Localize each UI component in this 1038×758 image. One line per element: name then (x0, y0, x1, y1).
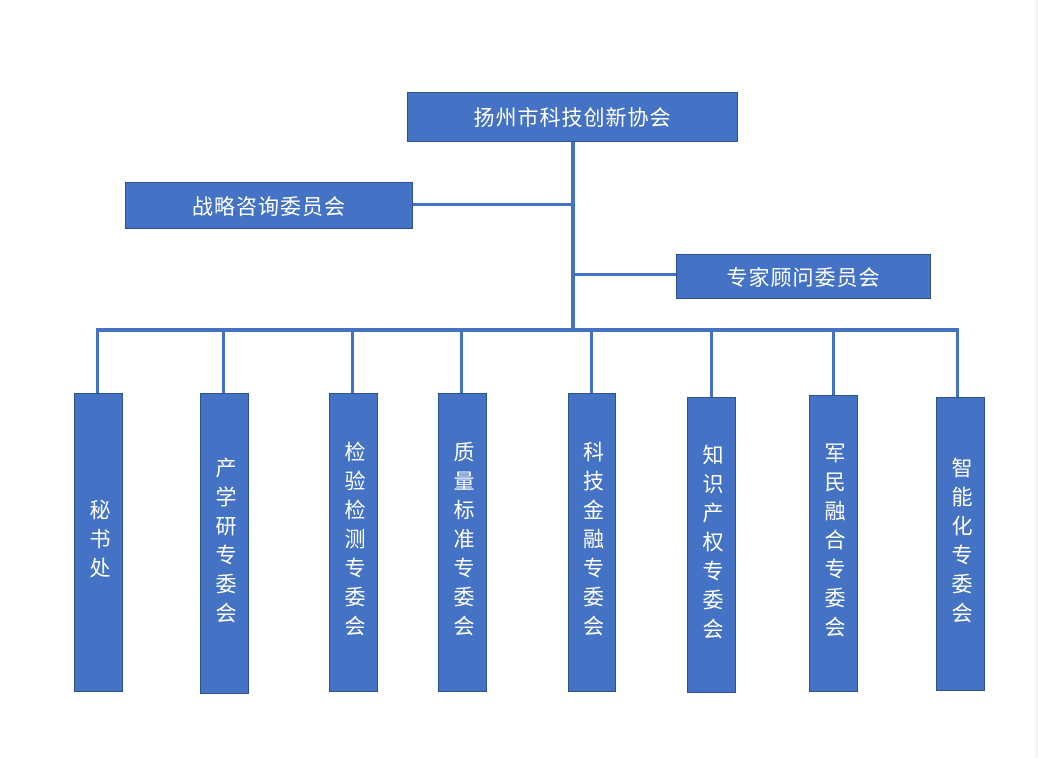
bus-line (96, 328, 959, 332)
branch-line-strategy (412, 203, 573, 206)
drop-line-8 (956, 330, 959, 398)
unit-label: 检验检测专委会 (342, 441, 366, 644)
trunk-line (571, 141, 575, 331)
drop-line-7 (832, 330, 835, 396)
unit-node-secretariat: 秘书处 (74, 393, 123, 692)
unit-node-civil-military: 军民融合专委会 (809, 395, 858, 692)
drop-line-1 (96, 330, 99, 394)
root-node: 扬州市科技创新协会 (407, 92, 738, 142)
drop-line-6 (710, 330, 713, 398)
unit-node-ip: 知识产权专委会 (687, 397, 736, 693)
unit-label: 产学研专委会 (213, 456, 237, 631)
unit-node-industry-research: 产学研专委会 (200, 393, 249, 694)
strategy-committee-node: 战略咨询委员会 (125, 182, 413, 229)
branch-line-expert (573, 273, 677, 276)
expert-committee-node: 专家顾问委员会 (676, 254, 931, 299)
unit-label: 质量标准专委会 (451, 441, 475, 644)
drop-line-5 (590, 330, 593, 394)
drop-line-4 (460, 330, 463, 394)
unit-label: 知识产权专委会 (700, 443, 724, 647)
drop-line-2 (222, 330, 225, 394)
unit-node-quality-standards: 质量标准专委会 (438, 393, 487, 692)
unit-label: 秘书处 (87, 499, 111, 586)
unit-node-intelligence: 智能化专委会 (936, 397, 985, 691)
unit-label: 智能化专委会 (949, 457, 973, 631)
unit-node-tech-finance: 科技金融专委会 (568, 393, 616, 692)
unit-node-inspection: 检验检测专委会 (329, 393, 378, 692)
unit-label: 科技金融专委会 (580, 441, 605, 644)
drop-line-3 (351, 330, 354, 394)
page-edge-shadow (1034, 0, 1038, 758)
unit-label: 军民融合专委会 (822, 442, 846, 645)
